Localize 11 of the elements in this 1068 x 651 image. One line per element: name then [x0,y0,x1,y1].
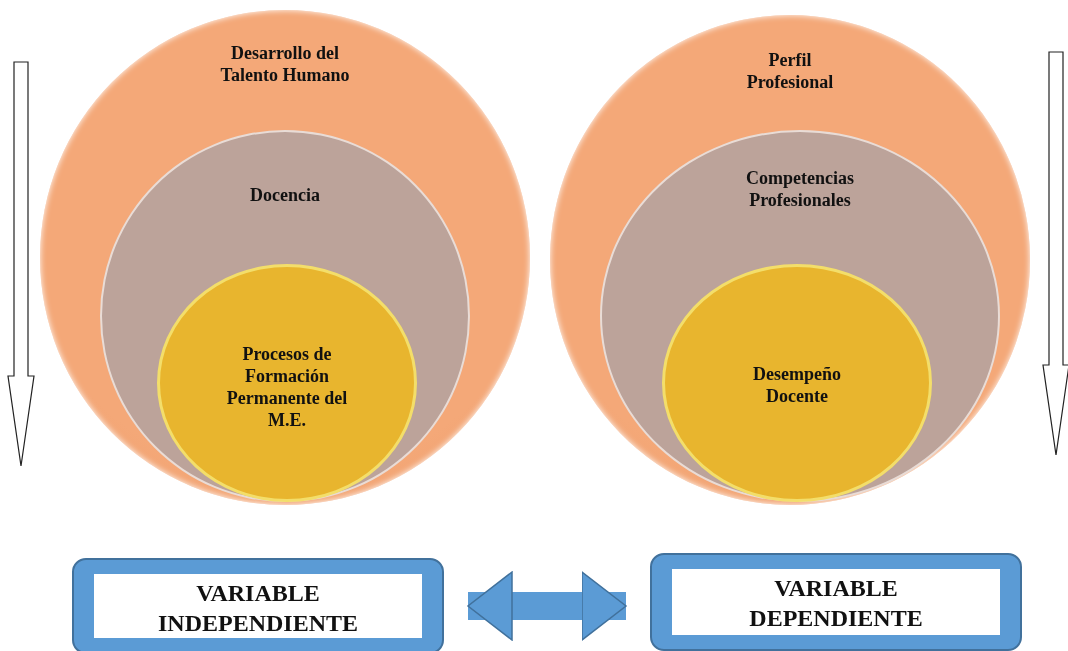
variable-box [650,553,1022,651]
circle-label: Competencias Profesionales [745,167,855,211]
circle-label: Docencia [249,184,321,206]
variable-label: VARIABLE INDEPENDIENTE [94,574,422,638]
circle-label: Desarrollo del Talento Humano [219,42,351,86]
double-arrow [467,571,627,641]
variable-label: VARIABLE DEPENDIENTE [672,569,1000,635]
variable-box [72,558,444,651]
circle-label: Desempeño Docente [752,363,842,407]
circle-label: Perfil Profesional [745,49,835,93]
circle-label: Procesos de Formación Permanente del M.E. [225,343,349,431]
